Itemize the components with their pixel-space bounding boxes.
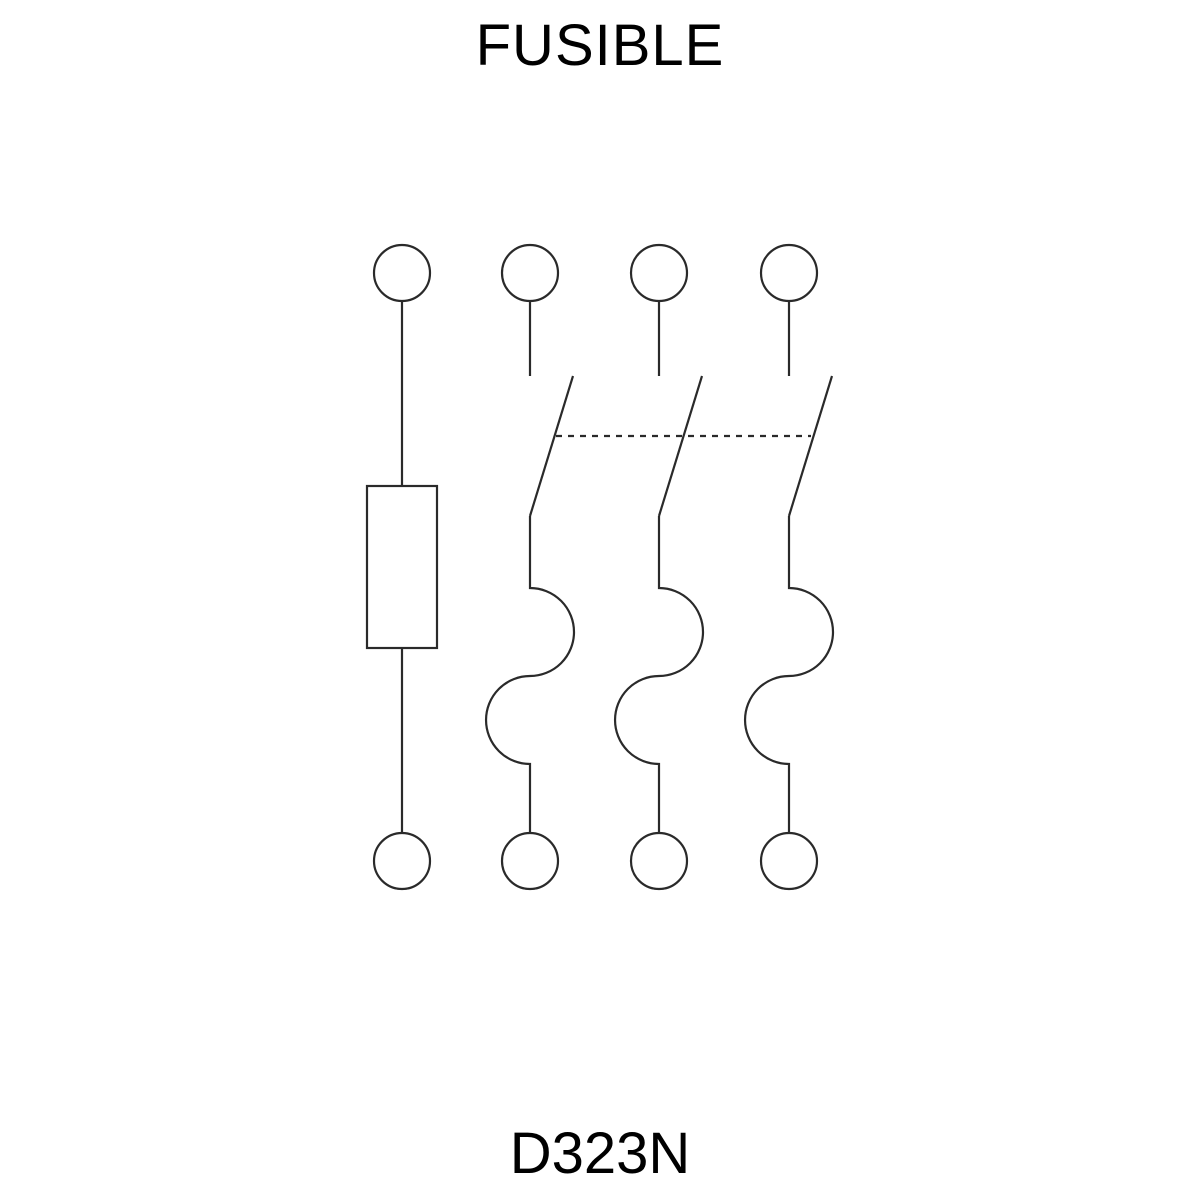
pole-1-bottom-terminal xyxy=(500,831,560,891)
model-number: D323N xyxy=(509,1121,691,1186)
pole-2-thermal-element xyxy=(613,516,705,833)
fuse-pole xyxy=(365,243,439,891)
pole-2-moving-contact xyxy=(657,375,704,517)
fuse-top-terminal xyxy=(372,243,432,303)
pole-3-thermal-element xyxy=(743,516,835,833)
pole-2-bottom-terminal xyxy=(629,831,689,891)
pole-3-moving-contact xyxy=(787,375,834,517)
diagram-title: FUSIBLE xyxy=(475,13,725,78)
pole-1-top-terminal xyxy=(500,243,560,303)
switch-pole-1 xyxy=(484,243,576,891)
fuse-bottom-terminal xyxy=(372,831,432,891)
pole-2-top-terminal xyxy=(629,243,689,303)
pole-3-bottom-terminal xyxy=(759,831,819,891)
pole-1-moving-contact xyxy=(528,375,575,517)
pole-3-top-terminal xyxy=(759,243,819,303)
switch-pole-2 xyxy=(613,243,705,891)
fuse-element xyxy=(365,484,439,650)
switch-pole-3 xyxy=(743,243,835,891)
pole-1-thermal-element xyxy=(484,516,576,833)
